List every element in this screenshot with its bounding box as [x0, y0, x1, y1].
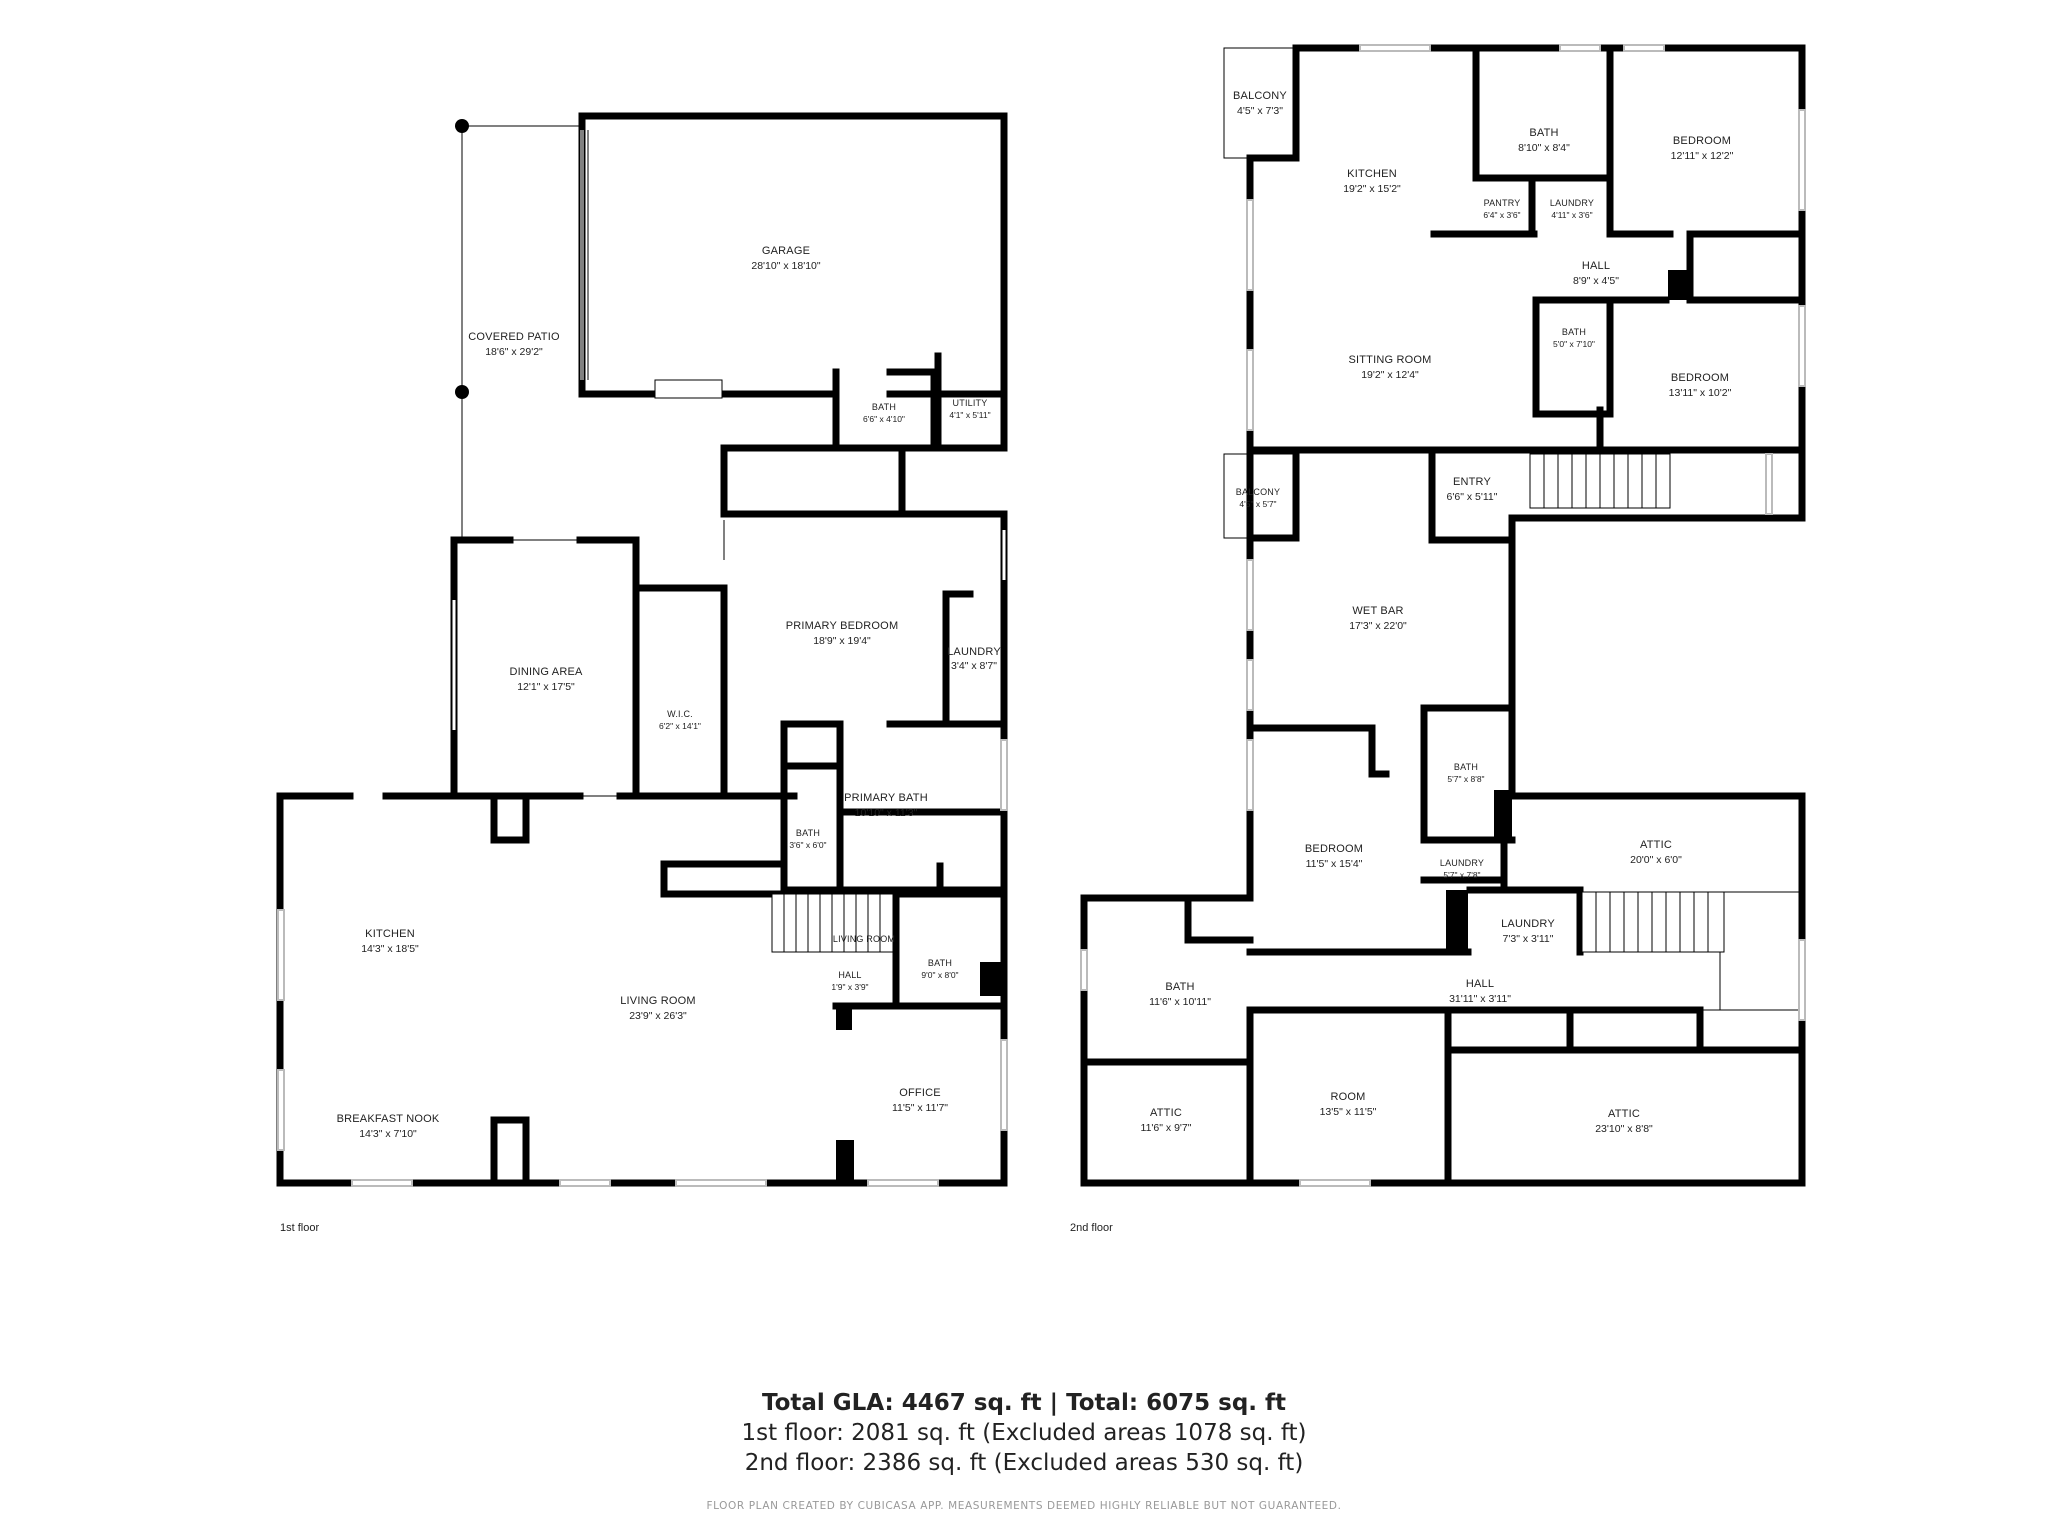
room-dim-attic-top: 20'0" x 6'0" [1630, 854, 1682, 866]
room-dim-pantry: 6'4" x 3'6" [1483, 210, 1520, 220]
room-label-utility: UTILITY [953, 398, 988, 408]
room-dim-garage: 28'10" x 18'10" [751, 260, 821, 272]
area-summary: Total GLA: 4467 sq. ft | Total: 6075 sq.… [0, 1388, 2048, 1478]
first-floor-labels: GARAGE 28'10" x 18'10" COVERED PATIO 18'… [280, 245, 1001, 1234]
room-label-attic-left: ATTIC [1150, 1107, 1182, 1119]
room-dim-sitting-room: 19'2" x 12'4" [1361, 369, 1419, 381]
room-dim-bath: 6'6" x 4'10" [863, 414, 905, 424]
room-label-bath-top: BATH [1529, 127, 1558, 139]
room-dim-bath-small: 3'6" x 6'0" [789, 840, 826, 850]
room-dim-bath-low: 11'6" x 10'11" [1149, 996, 1211, 1008]
room-label-attic-top: ATTIC [1640, 839, 1672, 851]
room-dim-bath-right: 9'0" x 8'0" [921, 970, 958, 980]
room-label-hall: HALL [838, 970, 861, 980]
room-dim-hall-top: 8'9" x 4'5" [1573, 275, 1619, 287]
room-dim-office: 11'5" x 11'7" [892, 1102, 948, 1114]
second-floor-area: 2nd floor: 2386 sq. ft (Excluded areas 5… [744, 1450, 1304, 1476]
room-label-bath-low: BATH [1165, 981, 1194, 993]
room-label-entry: ENTRY [1453, 476, 1492, 488]
room-dim-wic: 6'2" x 14'1" [659, 721, 701, 731]
room-label-room: ROOM [1330, 1091, 1365, 1103]
room-label-bedroom-low: BEDROOM [1305, 843, 1363, 855]
room-label-attic-right: ATTIC [1608, 1108, 1640, 1120]
second-floor-labels: BALCONY 4'5" x 7'3" KITCHEN 19'2" x 15'2… [1070, 90, 1734, 1234]
room-label-bath-right: BATH [928, 958, 952, 968]
room-dim-attic-left: 11'6" x 9'7" [1141, 1122, 1192, 1134]
second-floor-plan [1080, 44, 1806, 1187]
first-floor-area: 1st floor: 2081 sq. ft (Excluded areas 1… [741, 1420, 1307, 1446]
room-label-kitchen: KITCHEN [365, 928, 415, 940]
room-dim-attic-right: 23'10" x 8'8" [1595, 1123, 1653, 1135]
room-label-pantry: PANTRY [1484, 198, 1521, 208]
room-label-dining-area: DINING AREA [509, 666, 583, 678]
room-label-bath-wetbar: BATH [1454, 762, 1478, 772]
room-label-hall-low: HALL [1466, 978, 1494, 990]
room-dim-bedroom-top: 12'11" x 12'2" [1671, 150, 1734, 162]
room-label-sitting-room: SITTING ROOM [1348, 354, 1431, 366]
room-dim-covered-patio: 18'6" x 29'2" [485, 346, 543, 358]
room-dim-living-room: 23'9" x 26'3" [629, 1010, 687, 1022]
room-label-hall-top: HALL [1582, 260, 1610, 272]
room-dim-utility: 4'1" x 5'11" [949, 410, 990, 420]
room-dim-bath-wetbar: 5'7" x 8'8" [1447, 774, 1484, 784]
room-dim-kitchen-2: 19'2" x 15'2" [1343, 183, 1401, 195]
room-dim-primary-bedroom: 18'9" x 19'4" [813, 635, 871, 647]
room-label-kitchen-2: KITCHEN [1347, 168, 1397, 180]
room-dim-laundry-top: 4'11" x 3'6" [1551, 210, 1592, 220]
room-dim-room: 13'5" x 11'5" [1320, 1106, 1377, 1118]
disclaimer: FLOOR PLAN CREATED BY CUBICASA APP. MEAS… [706, 1500, 1342, 1512]
room-label-bedroom-mid: BEDROOM [1671, 372, 1729, 384]
room-dim-bedroom-mid: 13'11" x 10'2" [1669, 387, 1732, 399]
room-dim-bath-top: 8'10" x 8'4" [1518, 142, 1570, 154]
room-label-primary-bedroom: PRIMARY BEDROOM [786, 620, 899, 632]
room-label-laundry-top: LAUNDRY [1550, 198, 1594, 208]
second-floor-label: 2nd floor [1070, 1222, 1113, 1234]
room-dim-primary-bath: 10'10" x 11'3" [855, 807, 918, 819]
room-label-laundry-low: LAUNDRY [1501, 918, 1555, 930]
room-dim-dining-area: 12'1" x 17'5" [517, 681, 575, 693]
room-label-primary-bath: PRIMARY BATH [844, 792, 928, 804]
first-floor-label: 1st floor [280, 1222, 319, 1234]
room-dim-laundry-mid: 5'7" x 7'8" [1443, 870, 1480, 880]
room-dim-laundry: 3'4" x 8'7" [951, 660, 997, 672]
room-dim-balcony-top: 4'5" x 7'3" [1237, 105, 1283, 117]
room-label-wic: W.I.C. [667, 709, 693, 719]
room-label-covered-patio: COVERED PATIO [468, 331, 560, 343]
room-label-bath: BATH [872, 402, 896, 412]
total-gla: Total GLA: 4467 sq. ft | Total: 6075 sq.… [761, 1390, 1287, 1416]
room-dim-kitchen: 14'3" x 18'5" [361, 943, 419, 955]
room-label-laundry-mid: LAUNDRY [1440, 858, 1484, 868]
room-label-breakfast-nook: BREAKFAST NOOK [337, 1113, 440, 1125]
room-label-living-room: LIVING ROOM [620, 995, 696, 1007]
room-label-balcony-top: BALCONY [1233, 90, 1287, 102]
room-label-bedroom-top: BEDROOM [1673, 135, 1731, 147]
room-dim-hall-low: 31'11" x 3'11" [1449, 993, 1511, 1005]
room-label-garage: GARAGE [762, 245, 810, 257]
room-dim-wet-bar: 17'3" x 22'0" [1349, 620, 1407, 632]
room-dim-balcony-mid: 4'5" x 5'7" [1239, 499, 1276, 509]
room-label-office: OFFICE [899, 1087, 941, 1099]
room-dim-bath-mid: 5'0" x 7'10" [1553, 339, 1595, 349]
room-dim-breakfast-nook: 14'3" x 7'10" [359, 1128, 417, 1140]
room-dim-bedroom-low: 11'5" x 15'4" [1306, 858, 1363, 870]
room-label-laundry: LAUNDRY [947, 646, 1001, 658]
room-label-balcony-mid: BALCONY [1236, 487, 1280, 497]
room-label-wet-bar: WET BAR [1352, 605, 1403, 617]
room-label-bath-small: BATH [796, 828, 820, 838]
room-dim-entry: 6'6" x 5'11" [1447, 491, 1498, 503]
room-label-living-room-small: LIVING ROOM [833, 934, 895, 944]
room-dim-laundry-low: 7'3" x 3'11" [1503, 933, 1554, 945]
first-floor-plan [276, 112, 1008, 1187]
room-dim-hall: 1'9" x 3'9" [831, 982, 868, 992]
room-label-bath-mid: BATH [1562, 327, 1586, 337]
